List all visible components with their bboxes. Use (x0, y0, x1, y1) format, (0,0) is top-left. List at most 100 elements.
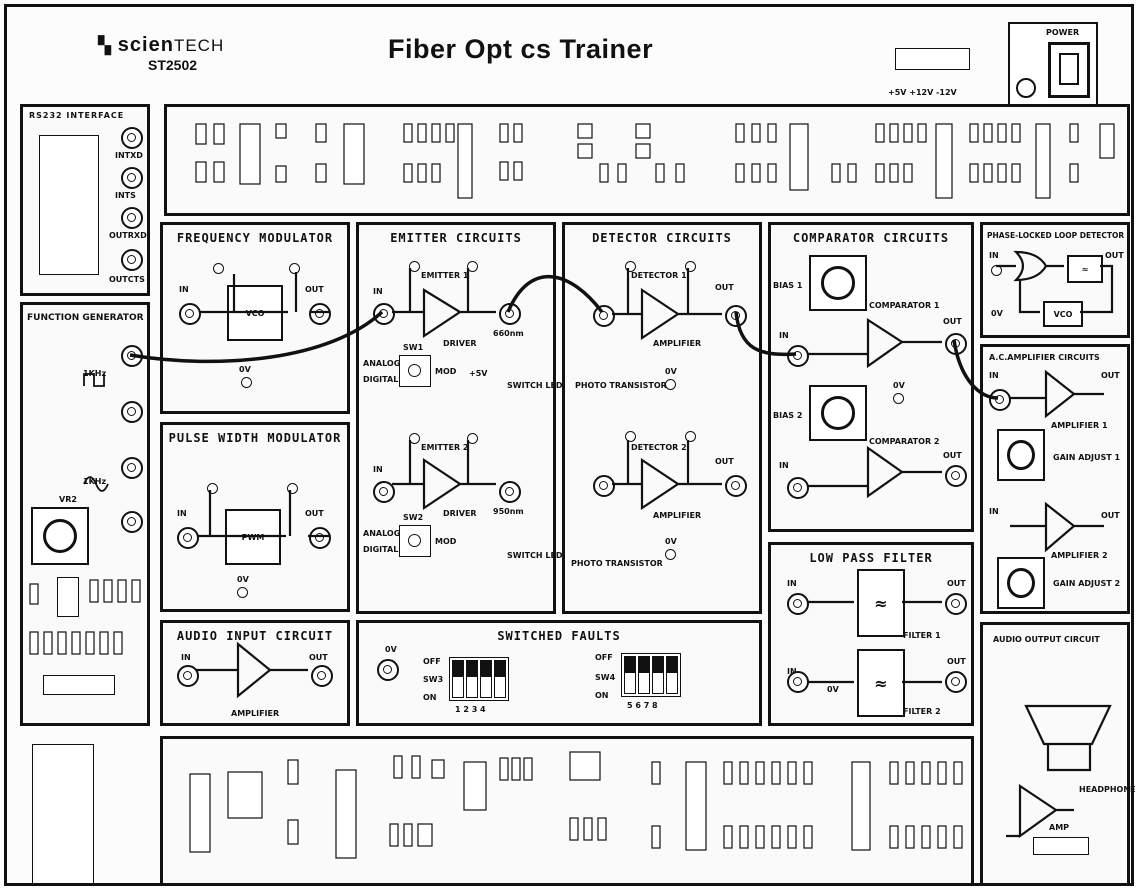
sw2-label: SW2 (403, 513, 424, 522)
detector-tp-4[interactable] (685, 431, 696, 442)
pwm-gnd-label: 0V (237, 575, 249, 584)
emitter-in1-socket[interactable] (373, 303, 395, 325)
comp-out2-socket[interactable] (945, 465, 967, 487)
det-out1-label: OUT (715, 283, 734, 292)
socket-outcts[interactable] (121, 249, 143, 271)
audio-amp-label-out: AMP (1049, 823, 1070, 832)
audio-in-socket[interactable] (177, 665, 199, 687)
bottom-db9-connector[interactable] (32, 744, 94, 884)
ac-in1-socket[interactable] (989, 389, 1011, 411)
emitter-in2-label: IN (373, 465, 383, 474)
sw1-mode-switch[interactable] (399, 355, 431, 387)
label-outrxd: OUTRXD (109, 231, 147, 240)
lpf-out2-socket[interactable] (945, 671, 967, 693)
supply-connector (895, 48, 970, 70)
power-switch-panel[interactable]: POWER (1008, 22, 1098, 106)
detector-title: DETECTOR CIRCUITS (592, 231, 732, 245)
emitter-tp-4[interactable] (467, 433, 478, 444)
gain1-knob[interactable] (997, 429, 1045, 481)
pwm-out-label: OUT (305, 509, 324, 518)
brand-logo-mark: ▚ (98, 36, 118, 55)
detector-gnd-tp-1[interactable] (665, 379, 676, 390)
pwm-gnd-testpoint[interactable] (237, 587, 248, 598)
audio-in-label: IN (181, 653, 191, 662)
comp-gnd-label: 0V (893, 381, 905, 390)
fm-gnd-testpoint[interactable] (241, 377, 252, 388)
vr2-label: VR2 (59, 495, 77, 504)
detector-tp-1[interactable] (625, 261, 636, 272)
cable-detector-to-comparator (734, 311, 797, 357)
sine-wave-gnd-socket[interactable] (121, 511, 143, 533)
fm-testpoint-2[interactable] (289, 263, 300, 274)
detector1-in-socket[interactable] (593, 305, 615, 327)
pin-header (43, 675, 115, 695)
pulse-width-modulator-panel: PULSE WIDTH MODULATOR IN PWM OUT 0V (160, 422, 350, 612)
socket-ints[interactable] (121, 167, 143, 189)
faults-gnd-socket[interactable] (377, 659, 399, 681)
detector-tp-3[interactable] (625, 431, 636, 442)
board-components (29, 123, 1115, 859)
amp1-label: AMPLIFIER (653, 339, 702, 348)
sw2-mode-switch[interactable] (399, 525, 431, 557)
square-wave-gnd-socket[interactable] (121, 401, 143, 423)
detector2-in-socket[interactable] (593, 475, 615, 497)
comp2-label: COMPARATOR 2 (869, 437, 940, 446)
audio-out-socket[interactable] (311, 665, 333, 687)
dip-switch-sw4[interactable] (621, 653, 681, 697)
pwm-out-socket[interactable] (309, 527, 331, 549)
low-pass-title: LOW PASS FILTER (809, 551, 933, 565)
socket-intxd[interactable] (121, 127, 143, 149)
pwm-testpoint-1[interactable] (207, 483, 218, 494)
emitter2-label: EMITTER 2 (421, 443, 469, 452)
fm-out-socket[interactable] (309, 303, 331, 325)
audio-output-title: AUDIO OUTPUT CIRCUIT (993, 635, 1100, 644)
comp1-label: COMPARATOR 1 (869, 301, 940, 310)
power-rocker-switch[interactable] (1048, 42, 1090, 98)
fm-gnd-label: 0V (239, 365, 251, 374)
emitter-in2-socket[interactable] (373, 481, 395, 503)
fm-in-socket[interactable] (179, 303, 201, 325)
frequency-knob[interactable] (31, 507, 89, 565)
db9-connector[interactable] (39, 135, 99, 275)
ac-out2-label: OUT (1101, 511, 1120, 520)
emitter-tp-2[interactable] (467, 261, 478, 272)
comp-in2-socket[interactable] (787, 477, 809, 499)
brand-name: scien (117, 34, 174, 56)
speaker-icon (1024, 704, 1112, 772)
pll-gnd-label: 0V (991, 309, 1003, 318)
amp1-title: AMPLIFIER 1 (1051, 421, 1108, 430)
bias1-knob[interactable] (809, 255, 867, 311)
fm-testpoint-1[interactable] (213, 263, 224, 274)
photo2-label: PHOTO TRANSISTOR (571, 559, 663, 568)
pwm-in-socket[interactable] (177, 527, 199, 549)
comp-in1-label: IN (779, 331, 789, 340)
comp-out1-label: OUT (943, 317, 962, 326)
lpf-out1-socket[interactable] (945, 593, 967, 615)
ac-amp-title: A.C.AMPLIFIER CIRCUITS (989, 353, 1100, 362)
sine-wave-out-socket[interactable] (121, 457, 143, 479)
ac-in2-label: IN (989, 507, 999, 516)
filter1-block: ≈ (857, 569, 905, 637)
faults-nums2-label: 5 6 7 8 (627, 701, 658, 710)
pwm-testpoint-2[interactable] (287, 483, 298, 494)
lpf-out2-label: OUT (947, 657, 966, 666)
gain2-knob[interactable] (997, 557, 1045, 609)
socket-outrxd[interactable] (121, 207, 143, 229)
detector2-out-socket[interactable] (725, 475, 747, 497)
det-gnd-label: 0V (665, 367, 677, 376)
emitter-tp-3[interactable] (409, 433, 420, 444)
pll-filter-block: ≈ (1067, 255, 1103, 283)
led-950-socket[interactable] (499, 481, 521, 503)
comp-gnd-tp[interactable] (893, 393, 904, 404)
lpf-in1-socket[interactable] (787, 593, 809, 615)
lpf-in1-label: IN (787, 579, 797, 588)
pwm-trace (198, 490, 330, 538)
emitter-tp-1[interactable] (409, 261, 420, 272)
detector-tp-2[interactable] (685, 261, 696, 272)
detector-gnd-tp-2[interactable] (665, 549, 676, 560)
brand-logo: ▚ scienTECH ST2502 (98, 34, 224, 73)
cable-fg-to-fm (129, 310, 384, 364)
bias2-knob[interactable] (809, 385, 867, 441)
fm-out-label: OUT (305, 285, 324, 294)
dip-switch-sw3[interactable] (449, 657, 509, 701)
